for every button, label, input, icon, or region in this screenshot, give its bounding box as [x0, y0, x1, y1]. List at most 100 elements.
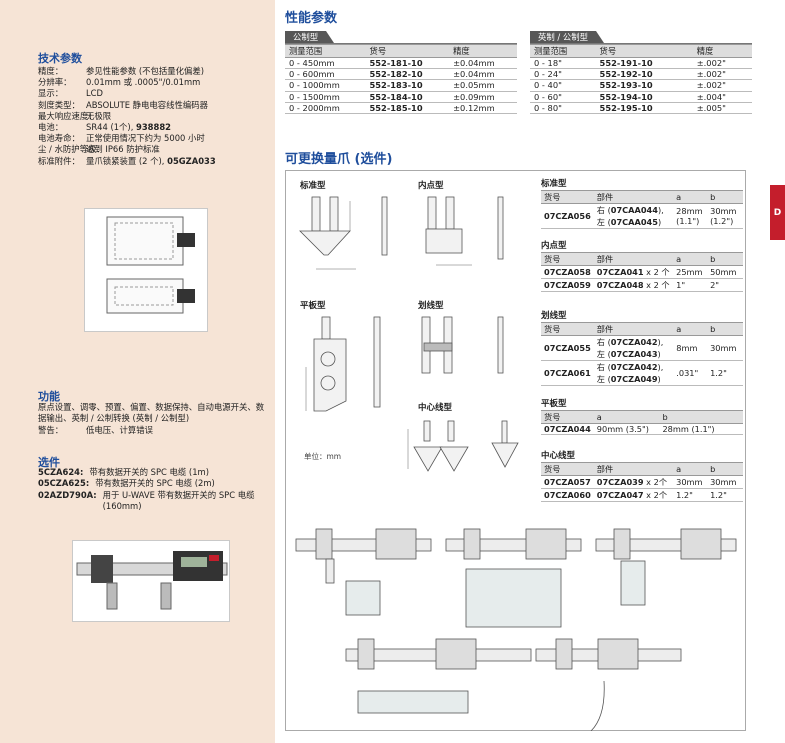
cell-text: .031" [676, 368, 699, 378]
metric-tab: 公制型 [285, 31, 335, 43]
spec-key: 电池： [38, 122, 64, 133]
option-desc: 带有数据开关的 SPC 电缆 (2m) [95, 478, 215, 489]
table-header: 部件 [593, 190, 674, 204]
cell-text: 30mm [710, 343, 737, 353]
spec-value: 参见性能参数 (不包括量化偏差) [86, 66, 204, 77]
cell-text: 1.2" [710, 490, 727, 500]
cell-text: 50mm [710, 267, 737, 277]
spec-row: 电池： SR44 (1个), 938882 [38, 122, 270, 133]
table-cell: 552-184-10 [365, 91, 450, 103]
alarm-value: 低电压、计算错误 [86, 424, 153, 435]
table-row: 0 - 60"552-194-10±.004" [530, 91, 752, 103]
table-header: a [673, 462, 708, 476]
spec-value: 达到 IP66 防护标准 [86, 144, 160, 155]
table-cell: 07CZA044 [541, 423, 594, 435]
table-header: 货号 [541, 462, 594, 476]
section-tab-d[interactable]: D [770, 185, 785, 240]
table-cell: ±.002" [692, 79, 752, 92]
table-header-row: 测量范围货号精度 [530, 44, 752, 58]
table-cell: 28mm(1.1") [673, 203, 708, 229]
spec-value-text: 正常使用情况下约为 5000 小时 [86, 133, 205, 144]
diag-scribe-label: 划线型 [418, 301, 444, 311]
table-cell: 552-193-10 [595, 79, 693, 92]
table-cell: 552-194-10 [595, 91, 693, 103]
table-cell: 07CZA059 [541, 278, 594, 292]
jaws-title: 可更换量爪 (选件) [285, 152, 393, 167]
cell-text: 07CZA039 [596, 477, 644, 487]
option-desc: 用于 U-WAVE 带有数据开关的 SPC 电缆 (160mm) [102, 489, 255, 512]
cell-text: 1.2" [676, 490, 693, 500]
table-cell: 07CZA048 x 2 个 [593, 278, 674, 292]
table-cell: 0 - 24" [530, 68, 596, 81]
table-header: b [707, 252, 743, 266]
inch-tab: 英制 / 公制型 [530, 31, 605, 43]
cell-text: 右 ( [596, 205, 611, 215]
inch-tab-label: 英制 / 公制型 [530, 31, 605, 43]
perf-title: 性能参数 [285, 11, 338, 26]
cell-text: x 2 个 [643, 267, 670, 277]
spec-value: LCD [86, 88, 103, 99]
table-cell: 30mm [707, 335, 743, 361]
spec-value-text: SR44 (1个), [86, 122, 137, 133]
spec-value-text: ABSOLUTE 静电电容线性编码器 [86, 99, 209, 110]
cell-text: 90mm (3.5") [596, 424, 649, 434]
diag-flat-label: 平板型 [300, 301, 326, 311]
spec-row: 电池寿命：正常使用情况下约为 5000 小时 [38, 133, 270, 144]
cell-text: 25mm [676, 267, 703, 277]
table-cell: 28mm (1.1") [659, 423, 743, 435]
jaw-table-title: 标准型 [541, 179, 567, 189]
spec-value: ABSOLUTE 静电电容线性编码器 [86, 100, 208, 111]
table-cell: 552-183-10 [365, 79, 450, 92]
table-header: a [673, 252, 708, 266]
table-cell: 0 - 600mm [285, 68, 366, 81]
option-row: 05CZA625:带有数据开关的 SPC 电缆 (2m) [38, 478, 270, 489]
caliper-head-image [84, 208, 208, 332]
table-header: 部件 [593, 322, 674, 336]
caliper-product-image [72, 540, 230, 622]
table-cell: 552-181-10 [365, 57, 450, 70]
table-cell: 右 (07CZA042),左 (07CZA049) [593, 360, 674, 386]
spec-value-bold: 938882 [136, 122, 171, 133]
table-cell: 07CZA058 [541, 265, 594, 279]
cell-text: 07CAA045 [610, 217, 658, 227]
inch-rule [530, 43, 752, 44]
table-cell: ±.002" [692, 57, 752, 70]
spec-row: 精度：参见性能参数 (不包括量化偏差) [38, 66, 270, 77]
caliper-head-illustration [106, 216, 195, 314]
spec-key: 尘 / 水防护等级： [38, 144, 105, 155]
func-text: 原点设置、调零、预置、偏置、数据保持、自动电源开关、数据输出、英制 / 公制转换… [38, 402, 270, 436]
func-list: 原点设置、调零、预置、偏置、数据保持、自动电源开关、数据输出、英制 / 公制转换… [38, 402, 265, 424]
table-header: 部件 [593, 462, 674, 476]
table-cell: 0 - 1000mm [285, 79, 366, 92]
table-cell: ±.002" [692, 68, 752, 81]
table-cell: 50mm [707, 265, 743, 279]
option-row: 5CZA624:带有数据开关的 SPC 电缆 (1m) [38, 467, 270, 478]
spec-row: 刻度类型：ABSOLUTE 静电电容线性编码器 [38, 100, 270, 111]
spec-value-bold: 05GZA033 [167, 155, 216, 166]
cell-text: 07CZA042 [610, 337, 658, 347]
metric-tab-label: 公制型 [285, 31, 335, 43]
caliper-product-illustration [76, 551, 228, 610]
table-cell: 552-195-10 [595, 102, 693, 114]
table-cell: 0 - 450mm [285, 57, 366, 70]
cell-text: 07CZA047 [596, 490, 644, 500]
table-cell: 2" [707, 278, 743, 292]
cell-text: 2" [710, 280, 720, 290]
table-cell: 07CZA060 [541, 488, 594, 502]
metric-rule [285, 43, 517, 44]
cell-text: 右 ( [596, 362, 611, 372]
spec-key: 显示： [38, 88, 64, 99]
table-header: a [673, 322, 708, 336]
spec-row: 标准附件：量爪锁紧装置 (2 个), 05GZA033 [38, 156, 270, 167]
table-header: b [707, 322, 743, 336]
cell-text: 07CZA048 [596, 280, 644, 290]
table-cell: 0 - 80" [530, 102, 596, 114]
